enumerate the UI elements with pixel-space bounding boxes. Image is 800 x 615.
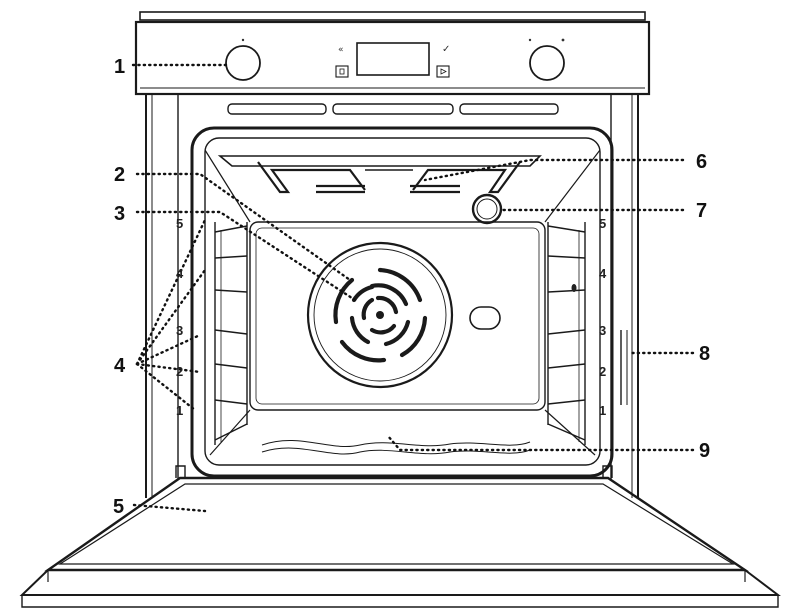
- top-heating-element: [217, 155, 542, 194]
- oven-light: [471, 193, 503, 225]
- callout-1: 1: [114, 56, 125, 78]
- vent-slot: [332, 103, 454, 115]
- vent-slot: [459, 103, 559, 115]
- shelf-level-right: 2: [599, 364, 606, 379]
- display-screen: [356, 42, 430, 76]
- fan-blades: [333, 267, 428, 363]
- fan: [306, 241, 454, 389]
- control-panel: « ✓: [134, 11, 651, 96]
- left-knob: [225, 45, 261, 81]
- callout-3: 3: [114, 203, 125, 225]
- rewind-symbol: «: [338, 45, 344, 55]
- callout-6: 6: [696, 151, 707, 173]
- callout-5: 5: [113, 496, 124, 518]
- shelf-level-left: 5: [176, 216, 183, 231]
- left-touch-button: [335, 65, 349, 78]
- bottom-heating-element: [261, 440, 531, 455]
- callout-8: 8: [699, 343, 710, 365]
- left-hinge: [175, 465, 186, 478]
- right-touch-button: [436, 65, 450, 78]
- shelf-level-left: 3: [176, 323, 183, 338]
- callout-4: 4: [114, 355, 126, 377]
- left-shelf-guides: [214, 222, 248, 445]
- callout-9: 9: [699, 440, 710, 462]
- shelf-level-right: 5: [599, 216, 606, 231]
- shelf-level-right: 1: [599, 403, 606, 418]
- callout-7: 7: [696, 200, 707, 222]
- right-knob: [529, 45, 565, 81]
- meat-probe-socket: [571, 284, 577, 292]
- right-shelf-guides: [547, 222, 586, 445]
- back-panel: [249, 221, 546, 411]
- shelf-level-right: 4: [599, 266, 607, 281]
- callout-2: 2: [114, 164, 125, 186]
- back-wall-cap: [469, 306, 501, 330]
- oven-door: [19, 465, 781, 608]
- shelf-level-right: 3: [599, 323, 606, 338]
- shelf-level-left: 4: [176, 266, 184, 281]
- confirm-symbol: ✓: [442, 44, 450, 55]
- right-hinge: [602, 465, 613, 478]
- oven-body: [145, 94, 639, 498]
- shelf-level-left: 2: [176, 364, 183, 379]
- leader-lines: [131, 63, 695, 513]
- vent-slot: [227, 103, 327, 115]
- shelf-level-left: 1: [176, 403, 183, 418]
